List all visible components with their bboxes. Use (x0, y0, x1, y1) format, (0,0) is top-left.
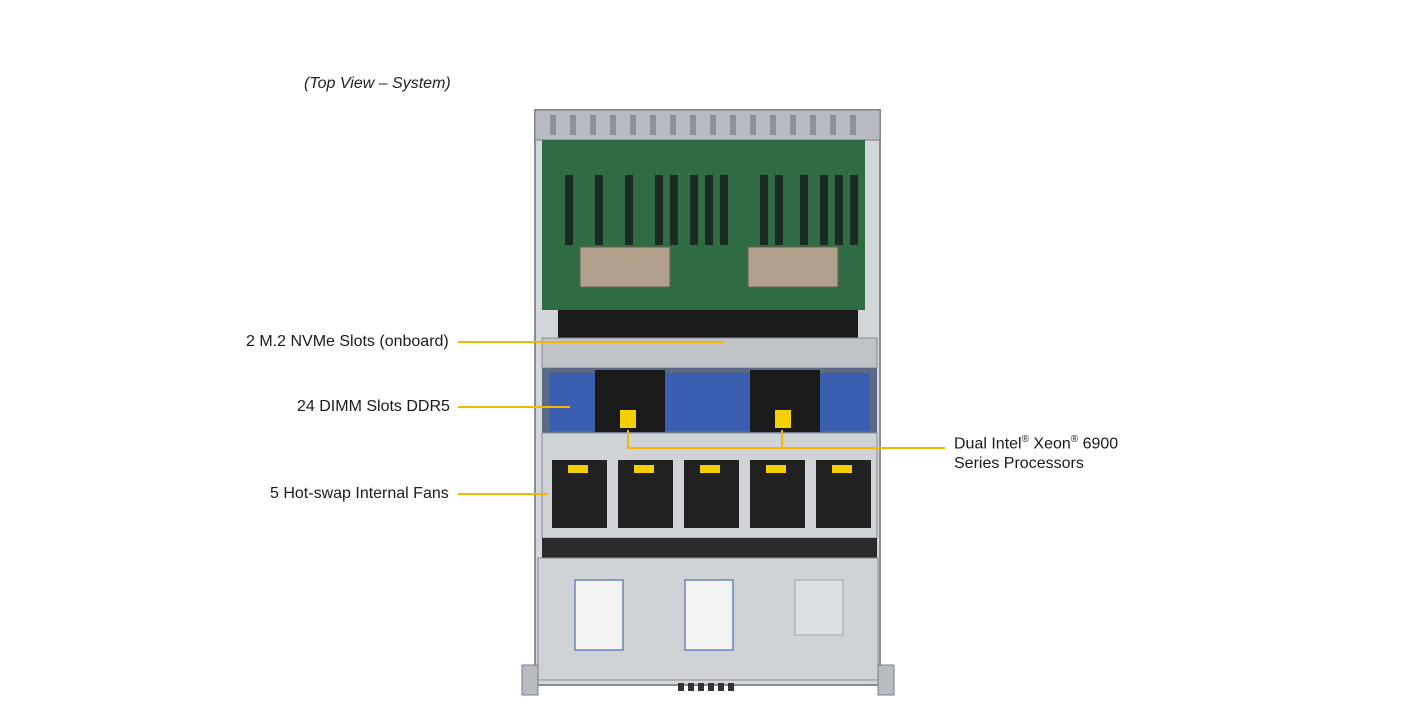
callout-m2-nvme: 2 M.2 NVMe Slots (onboard) (246, 333, 449, 350)
server-chassis-top-view (521, 109, 895, 696)
leader-m2 (458, 341, 723, 343)
leader-cpu2-vertical (781, 430, 783, 448)
heatsink-right (747, 246, 839, 288)
leader-dimm (458, 406, 570, 408)
callout-processors-line1: Dual Intel® Xeon® 6900 (954, 434, 1119, 453)
leader-cpu1-vertical (627, 430, 629, 448)
callout-hot-swap-fans: 5 Hot-swap Internal Fans (270, 485, 449, 502)
callout-dimm-slots: 24 DIMM Slots DDR5 (297, 398, 450, 415)
leader-fans (458, 493, 548, 495)
m2-slot-area (558, 310, 858, 338)
heatsink-left (579, 246, 671, 288)
callout-processors-line2: Series Processors (954, 455, 1084, 473)
leader-cpu-horizontal (627, 447, 945, 449)
callout-processors: Dual Intel® Xeon® 6900 Series Processors (954, 430, 1118, 474)
diagram-caption: (Top View – System) (304, 75, 451, 92)
